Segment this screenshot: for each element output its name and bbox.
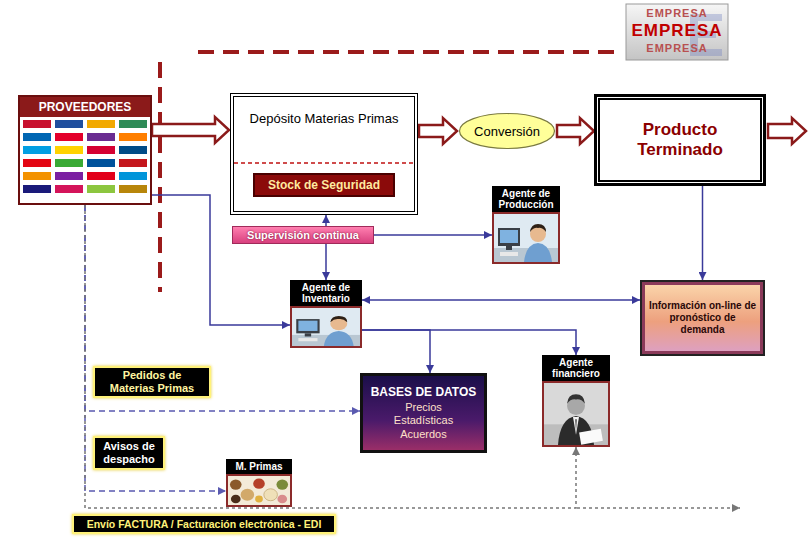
note-box: Pedidos de Materias Primas [93,366,211,398]
divider-line [234,161,414,165]
box-label: Producto Terminado [604,120,756,161]
illustration [228,476,290,505]
picture [290,306,362,348]
boundary-dash [198,50,618,54]
box-label: Agente de Producción [492,186,560,212]
process-ellipse: Conversión [458,112,556,150]
database-box: BASES DE DATOS Precios Estadísticas Acuer… [360,373,487,453]
picture [492,212,560,264]
box-label: Depósito Materias Primas [250,111,399,126]
logo-text: EMPRESA [626,42,728,54]
picture [226,474,292,507]
connector-arrow [374,234,492,236]
connector-arrow [325,215,327,226]
product-box: Producto Terminado [595,95,765,185]
connector-arrow [362,330,430,373]
flow-arrow [419,118,457,144]
connector-arrow [702,185,704,280]
flow-arrow [557,118,594,144]
supplier-box: PROVEEDORES [18,95,152,205]
connector-arrow [85,205,226,491]
box-label: Agente financiero [542,355,610,381]
agent-card: Agente financiero [542,355,610,447]
box-label: BASES DE DATOS [371,385,477,399]
note-box: Avisos de despacho [93,436,165,470]
box-label: Supervisión continua [243,229,363,241]
box-label: Stock de Seguridad [264,178,384,192]
connector-arrow [362,330,576,355]
boundary-dash [158,62,162,292]
material-card: M. Primas [226,459,292,507]
picture [20,117,150,203]
connector-arrow [325,244,327,280]
illustration [494,214,558,262]
storage-box: Depósito Materias PrimasStock de Segurid… [230,93,418,215]
logo-text: EMPRESA [626,7,728,19]
connector-arrow [362,299,640,301]
box-label: Agente de Inventario [290,280,362,306]
box-label: M. Primas [226,459,292,474]
illustration [292,308,360,346]
box-label: PROVEEDORES [20,97,150,117]
invoice-line [577,507,740,509]
box-label: Información on-line de pronóstico de dem… [648,300,757,336]
connector-arrow [85,205,576,508]
logo-text: EMPRESA [626,21,728,41]
info-box: Información on-line de pronóstico de dem… [640,280,765,356]
agent-card: Agente de Inventario [290,280,362,348]
box-label: Conversión [474,124,540,139]
box-label: Pedidos de Materias Primas [99,369,205,394]
flow-arrow [152,117,229,143]
agent-card: Agente de Producción [492,186,560,264]
picture [542,381,610,447]
box-label: Envío FACTURA / Facturación electrónica … [87,518,322,530]
note-box: Envío FACTURA / Facturación electrónica … [72,514,336,534]
box-label: Precios Estadísticas Acuerdos [384,401,464,441]
illustration [20,117,150,203]
illustration [544,383,608,445]
box-label: Avisos de despacho [99,440,159,465]
logo-panel [626,4,728,60]
stock-box: Stock de Seguridad [253,173,395,197]
process-label: Supervisión continua [232,226,374,244]
output-arrow [768,118,806,144]
